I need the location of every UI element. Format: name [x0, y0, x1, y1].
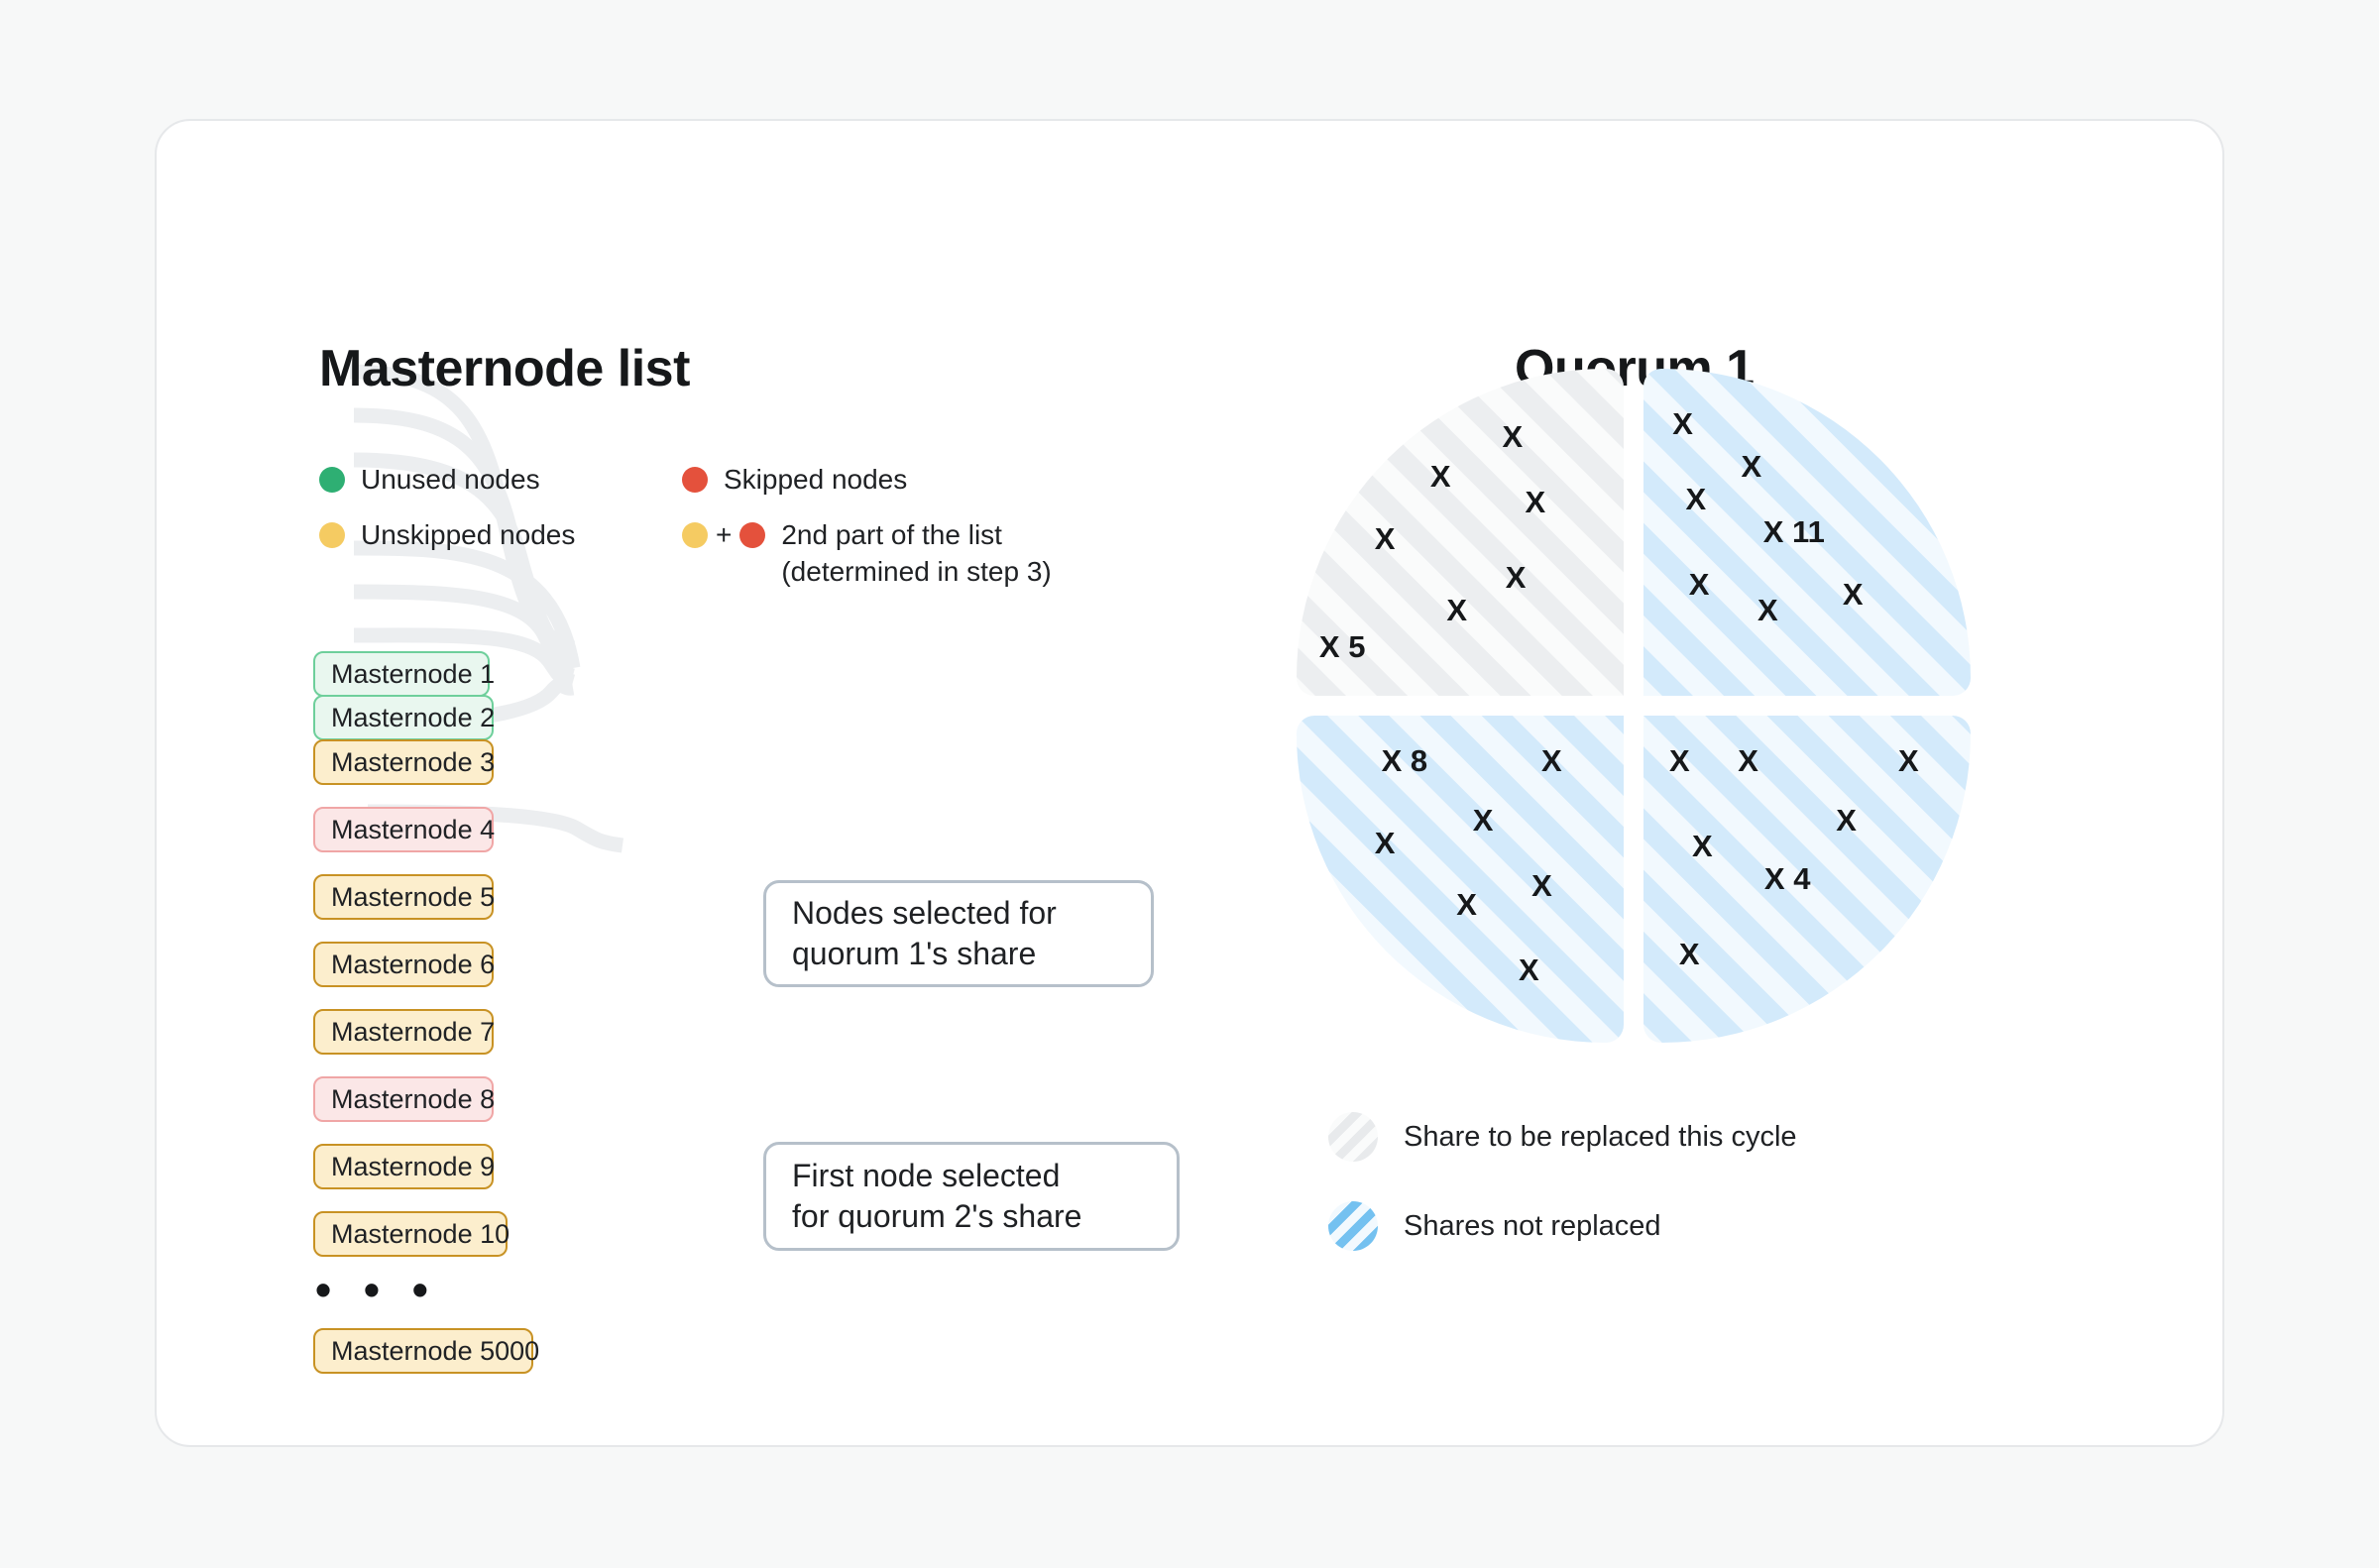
legend-label-skipped-nodes: Skipped nodes [724, 464, 908, 495]
list-item-masternode-5000[interactable]: Masternode 5000 [313, 1328, 539, 1374]
share-marker: X [1518, 952, 1539, 988]
share-marker: X [1541, 743, 1562, 779]
pie-segment-bottom-right: X X X X X X 4 X [1643, 716, 1971, 1043]
share-marker-numbered: X 4 [1763, 861, 1811, 896]
legend-item-unskipped-nodes: Unskipped nodes [319, 517, 575, 554]
legend-label-unused-nodes: Unused nodes [361, 464, 540, 495]
share-marker: X [1897, 743, 1919, 779]
list-item-masternode-9[interactable]: Masternode 9 [313, 1144, 495, 1189]
legend-item-second-part-of-list: + 2nd part of the list (determined in st… [682, 517, 1052, 591]
share-marker-numbered: X 5 [1318, 628, 1366, 664]
pie-segment-top-right-shape [1643, 369, 1971, 696]
share-marker: X [1374, 825, 1396, 860]
pie-segment-top-right: X X X X 11 X X X [1643, 369, 1971, 696]
pie-segment-top-left: X X X X X X X 5 [1297, 369, 1624, 696]
share-marker: X [1842, 576, 1864, 612]
share-marker: X [1525, 485, 1546, 520]
share-marker: X [1502, 419, 1524, 455]
legend-label-shares-not-replaced: Shares not replaced [1404, 1209, 1661, 1242]
share-marker: X [1678, 936, 1700, 971]
list-item-masternode-7[interactable]: Masternode 7 [313, 1009, 495, 1055]
list-item-masternode-6[interactable]: Masternode 6 [313, 942, 495, 987]
share-marker: X [1688, 566, 1710, 602]
share-marker-numbered: X 8 [1381, 743, 1428, 779]
share-marker: X [1741, 449, 1762, 484]
list-item-masternode-1[interactable]: Masternode 1 [313, 651, 495, 697]
diagram-card: Masternode list Unused nodes Skipped nod… [155, 119, 2224, 1447]
legend-item-shares-not-replaced: Shares not replaced [1328, 1201, 1661, 1251]
share-marker: X [1685, 482, 1707, 516]
share-marker: X [1446, 593, 1468, 628]
list-item-masternode-8[interactable]: Masternode 8 [313, 1076, 495, 1122]
gray-stripe-swatch-icon [1328, 1112, 1378, 1162]
share-marker: X [1668, 743, 1690, 779]
legend-dot-green [319, 467, 345, 493]
share-marker: X [1374, 520, 1396, 556]
legend-dot-yellow-pair [682, 522, 708, 548]
pie-segment-bottom-left-shape [1297, 716, 1624, 1043]
share-marker: X [1429, 458, 1451, 494]
quorum-share-pie: X X X X X X X 5 X X X X 11 X [1297, 369, 1990, 1063]
share-marker: X [1692, 829, 1713, 863]
callout-quorum-1-share: Nodes selected for quorum 1's share [763, 880, 1154, 987]
pie-segment-bottom-left: X 8 X X X X X X [1297, 716, 1624, 1043]
legend-dot-red [682, 467, 708, 493]
legend-plus-sign: + [716, 519, 733, 550]
share-marker: X [1456, 887, 1477, 923]
list-item-masternode-4[interactable]: Masternode 4 [313, 807, 495, 852]
legend-dot-red-pair [739, 522, 766, 548]
legend-item-skipped-nodes: Skipped nodes [682, 462, 907, 499]
share-marker: X [1672, 406, 1693, 442]
list-item-masternode-5[interactable]: Masternode 5 [313, 874, 495, 920]
list-item-masternode-10[interactable]: Masternode 10 [313, 1211, 510, 1257]
legend-item-share-replaced: Share to be replaced this cycle [1328, 1112, 1797, 1162]
blue-stripe-swatch-icon [1328, 1201, 1378, 1251]
share-marker: X [1738, 743, 1758, 779]
pie-segment-top-left-shape [1297, 369, 1624, 696]
share-marker-numbered: X 11 [1762, 514, 1825, 549]
pie-segment-bottom-right-shape [1643, 716, 1971, 1043]
legend-label-unskipped-nodes: Unskipped nodes [361, 519, 576, 550]
callout-quorum-2-share: First node selected for quorum 2's share [763, 1142, 1180, 1251]
legend-item-unused-nodes: Unused nodes [319, 462, 540, 499]
legend-dot-yellow [319, 522, 345, 548]
legend-label-second-part-of-list: 2nd part of the list (determined in step… [781, 519, 1052, 587]
list-item-masternode-2[interactable]: Masternode 2 [313, 695, 495, 740]
legend-label-share-replaced: Share to be replaced this cycle [1404, 1120, 1797, 1153]
page-title-masternode-list: Masternode list [319, 340, 690, 397]
share-marker: X [1472, 802, 1494, 838]
list-ellipsis: • • • [315, 1264, 438, 1315]
list-item-masternode-3[interactable]: Masternode 3 [313, 739, 495, 785]
share-marker: X [1836, 802, 1857, 838]
share-marker: X [1505, 560, 1527, 596]
share-marker: X [1531, 867, 1552, 903]
share-marker: X [1757, 593, 1778, 628]
